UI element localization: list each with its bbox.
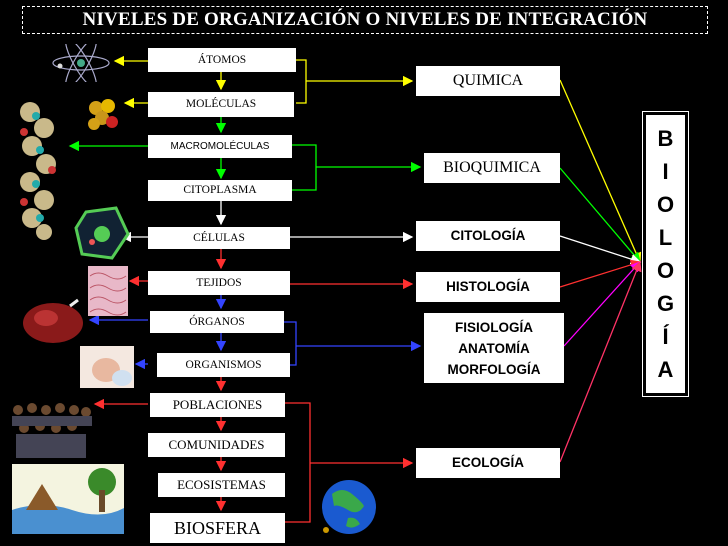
level-ecosistemas: ECOSISTEMAS — [158, 473, 285, 497]
level-biosfera: BIOSFERA — [150, 513, 285, 543]
ecosystem-image — [12, 464, 124, 534]
discipline-anatomia: ANATOMÍA — [458, 341, 530, 356]
cell-image — [74, 206, 130, 260]
dna-image — [20, 102, 56, 240]
level-organismos: ORGANISMOS — [157, 353, 290, 377]
biologia-letter: I — [662, 159, 669, 184]
biologia-box: B I O L O G Í A — [642, 111, 689, 397]
population-image — [12, 403, 92, 458]
biologia-letter: Í — [662, 324, 669, 349]
level-celulas: CÉLULAS — [148, 227, 290, 249]
organ-image — [23, 298, 83, 343]
globe-image — [322, 480, 376, 534]
level-citoplasma: CITOPLASMA — [148, 180, 292, 201]
discipline-histologia: HISTOLOGÍA — [416, 272, 560, 302]
level-organos: ÓRGANOS — [150, 311, 284, 333]
biologia-letter: O — [656, 192, 675, 217]
tissue-image — [88, 266, 128, 316]
discipline-citologia: CITOLOGÍA — [416, 221, 560, 251]
level-atomos: ÁTOMOS — [148, 48, 296, 72]
level-poblaciones: POBLACIONES — [150, 393, 285, 417]
biologia-letter: L — [658, 225, 673, 250]
level-tejidos: TEJIDOS — [148, 271, 290, 295]
discipline-quimica: QUIMICA — [416, 66, 560, 96]
atom-image — [52, 44, 110, 82]
biologia-letter: O — [656, 258, 675, 283]
discipline-bioquimica: BIOQUIMICA — [424, 153, 560, 183]
discipline-ecologia: ECOLOGÍA — [416, 448, 560, 478]
biologia-letter: G — [656, 291, 675, 316]
biologia-letter: A — [657, 357, 674, 382]
level-macromoleculas: MACROMOLÉCULAS — [148, 135, 292, 158]
level-moleculas: MOLÉCULAS — [148, 92, 294, 117]
page-title: NIVELES DE ORGANIZACIÓN O NIVELES DE INT… — [22, 6, 708, 34]
discipline-morfologia: MORFOLOGÍA — [447, 362, 541, 377]
biologia-letter: B — [657, 126, 674, 151]
discipline-fisiologia: FISIOLOGÍA — [454, 320, 533, 335]
level-comunidades: COMUNIDADES — [148, 433, 285, 457]
discipline-fisiologia-group: FISIOLOGÍA ANATOMÍA MORFOLOGÍA — [424, 313, 564, 383]
baby-image — [80, 346, 134, 388]
molecule-image — [88, 99, 118, 130]
